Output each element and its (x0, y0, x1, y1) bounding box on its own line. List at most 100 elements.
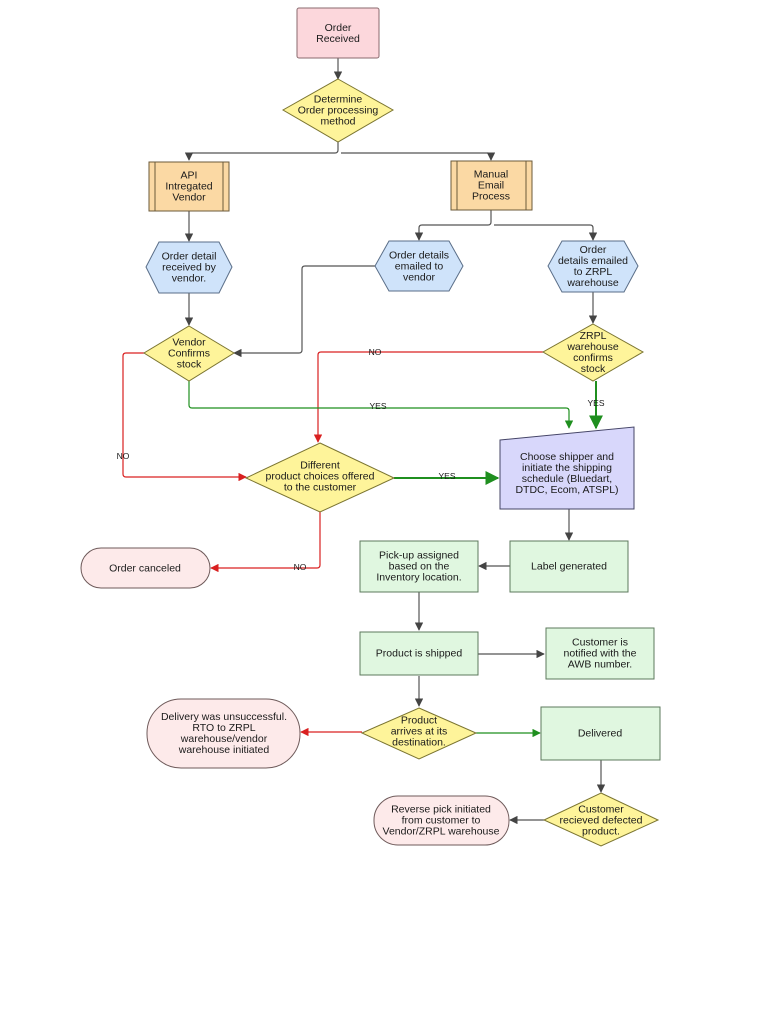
node-label-line: recieved defected (560, 815, 643, 827)
node-order-canceled: Order canceled (80, 547, 211, 589)
node-label-line: product. (582, 826, 620, 838)
node-label-line: Delivery was unsuccessful. (161, 711, 287, 723)
edge-choices-no (210, 512, 321, 573)
node-label-line: to the customer (284, 482, 357, 494)
node-label-line: method (320, 116, 355, 128)
node-label-line: based on the (389, 561, 450, 573)
node-label-line: Manual (474, 169, 508, 181)
node-label-line: vendor. (172, 273, 206, 285)
edge-zrpl-no (313, 351, 543, 443)
edge-manual-to-zrpl-email (494, 224, 598, 241)
node-label-line: RTO to ZRPL (192, 722, 255, 734)
edges (122, 58, 606, 825)
node-label-line: to ZRPL (574, 266, 613, 278)
node-label-line: AWB number. (568, 659, 632, 671)
edge-vendor-yes (188, 381, 574, 429)
node-label-line: Label generated (531, 561, 607, 573)
node-label-line: Determine (314, 94, 363, 106)
edge-label-yes-choices: YES (438, 471, 455, 481)
node-label-line: emailed to (395, 261, 444, 273)
node-product-shipped: Product is shipped (359, 631, 479, 676)
node-label-line: Product (401, 715, 437, 727)
node-delivered: Delivered (540, 706, 661, 761)
edge-label-no-choices: NO (294, 562, 307, 572)
node-label-line: warehouse (566, 341, 619, 353)
node-label-line: stock (177, 359, 202, 371)
node-label-line: details emailed (558, 255, 628, 267)
node-label-line: API (181, 170, 198, 182)
node-label-line: Order detail (162, 251, 217, 263)
node-label-line: Order canceled (109, 563, 181, 575)
edge-emailed-vendor-to-confirms (233, 265, 375, 358)
node-label-line: Email (478, 180, 504, 192)
node-label-line: Order (325, 22, 352, 34)
node-label-line: Vendor/ZRPL warehouse (383, 826, 500, 838)
node-label-line: arrives at its (391, 726, 448, 738)
node-label: Order canceled (109, 563, 181, 575)
edge-determine-to-manual (341, 152, 496, 161)
edge-label-no-zrpl: NO (369, 347, 382, 357)
node-label-line: Intregated (165, 181, 212, 193)
edge-manual-split (414, 210, 492, 241)
node-label-line: Order details (389, 250, 449, 262)
node-label-line: Reverse pick initiated (391, 804, 491, 816)
node-label-line: stock (581, 363, 606, 375)
node-label-line: Customer is (572, 637, 628, 649)
node-label-line: Vendor (172, 337, 206, 349)
node-label-generated: Label generated (509, 540, 629, 593)
edge-label-yes-zrpl: YES (587, 398, 604, 408)
node-label-line: Order processing (298, 105, 379, 117)
node-label-line: Different (300, 460, 340, 472)
node-label-line: initiate the shipping (522, 462, 612, 474)
edge-labels: NO YES YES NO YES NO (117, 347, 605, 572)
node-label-line: Product is shipped (376, 648, 463, 660)
node-label-line: Choose shipper and (520, 451, 614, 463)
node-label-line: Vendor (172, 192, 206, 204)
node-label-line: schedule (Bluedart, (522, 473, 612, 485)
edge-label-yes-vendor: YES (369, 401, 386, 411)
node-label-line: confirms (573, 352, 613, 364)
node-label-line: received by (162, 262, 216, 274)
node-label-line: destination. (392, 737, 446, 749)
node-label-line: Customer (578, 804, 624, 816)
edge-determine-split (184, 142, 339, 161)
edge-vendor-no (122, 352, 247, 482)
node-label: Label generated (531, 561, 607, 573)
node-label-line: Confirms (168, 348, 210, 360)
node-label-line: Order (580, 244, 607, 256)
node-label-line: warehouse (566, 277, 619, 289)
